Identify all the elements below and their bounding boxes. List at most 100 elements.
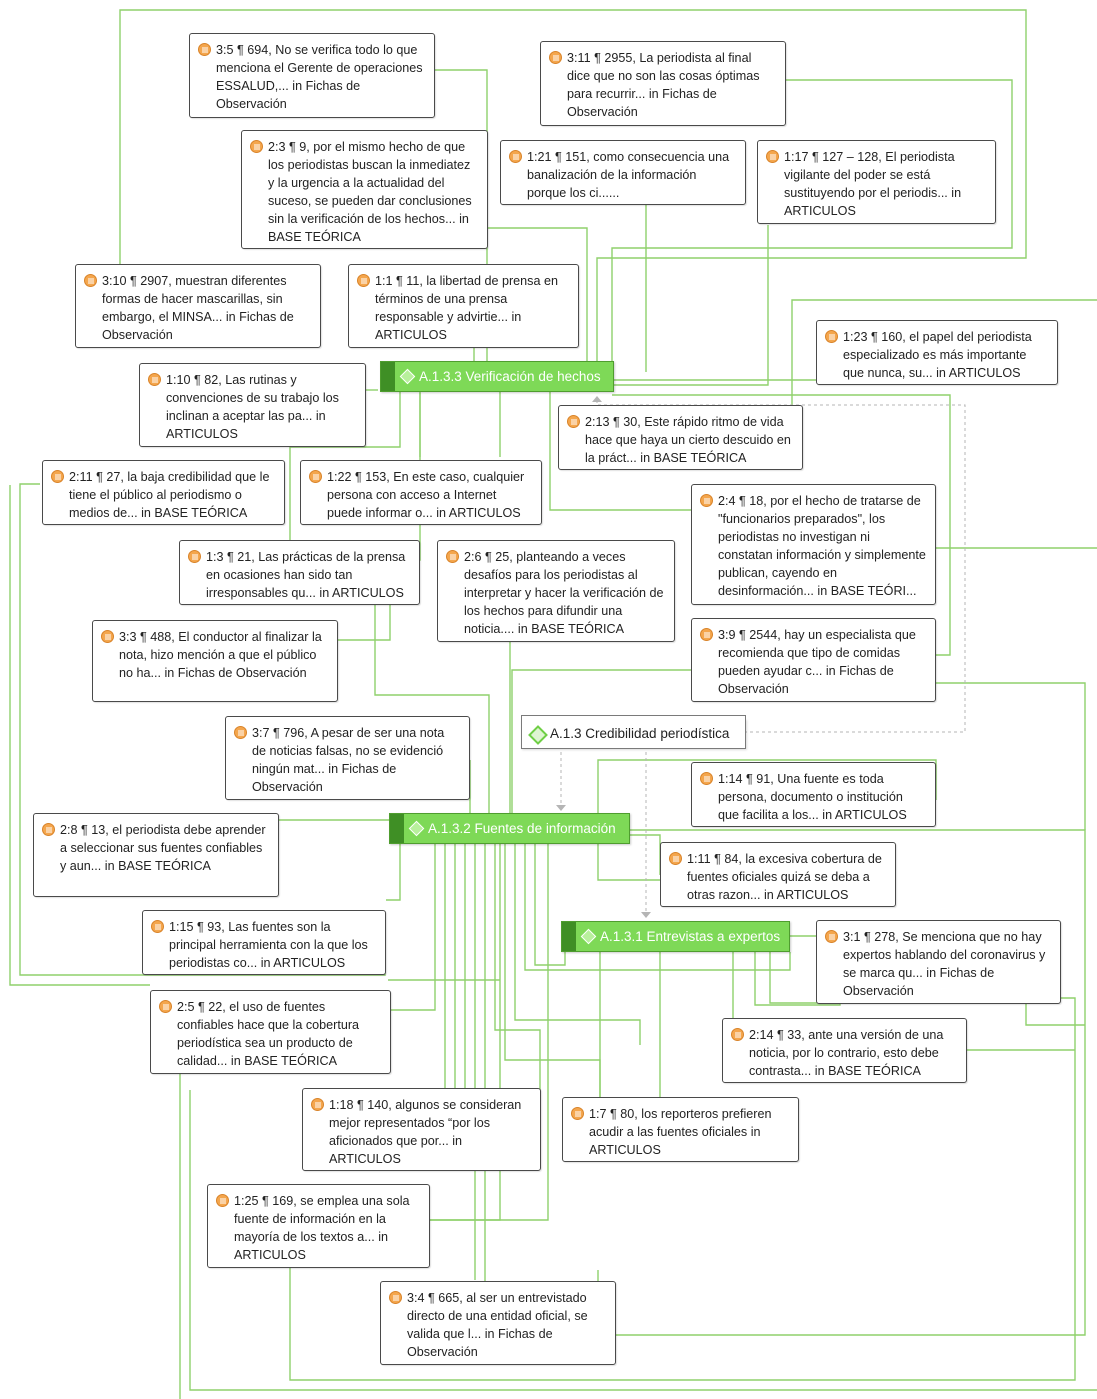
quotation-document-icon [198, 43, 211, 56]
quotation-document-icon [148, 373, 161, 386]
code-group-diamond-icon [528, 725, 548, 745]
quotation-text: 3:11 ¶ 2955, La periodista al final dice… [567, 51, 760, 119]
quotation-text: 1:18 ¶ 140, algunos se consideran mejor … [329, 1098, 522, 1166]
quotation-document-icon [389, 1291, 402, 1304]
category-label: A.1.3 Credibilidad periodística [550, 726, 730, 741]
quotation-text: 1:3 ¶ 21, Las prácticas de la prensa en … [206, 550, 406, 600]
quotation-text: 3:1 ¶ 278, Se menciona que no hay expert… [843, 930, 1046, 998]
quotation-document-icon [309, 470, 322, 483]
quotation-3-11[interactable]: 3:11 ¶ 2955, La periodista al final dice… [540, 41, 786, 126]
quotation-1-15[interactable]: 1:15 ¶ 93, Las fuentes son la principal … [142, 910, 386, 975]
quotation-document-icon [357, 274, 370, 287]
quotation-2-3[interactable]: 2:3 ¶ 9, por el mismo hecho de que los p… [241, 130, 488, 249]
quotation-document-icon [549, 51, 562, 64]
quotation-1-17[interactable]: 1:17 ¶ 127 – 128, El periodista vigilant… [757, 140, 996, 224]
code-fuentes-de-informacion[interactable]: A.1.3.2 Fuentes de información [389, 813, 630, 844]
code-label: A.1.3.1 Entrevistas a expertos [600, 929, 781, 944]
quotation-document-icon [669, 852, 682, 865]
quotation-text: 1:10 ¶ 82, Las rutinas y convenciones de… [166, 373, 339, 441]
quotation-document-icon [151, 920, 164, 933]
quotation-2-14[interactable]: 2:14 ¶ 33, ante una versión de una notic… [722, 1018, 967, 1083]
quotation-3-9[interactable]: 3:9 ¶ 2544, hay un especialista que reco… [691, 618, 936, 702]
quotation-1-3[interactable]: 1:3 ¶ 21, Las prácticas de la prensa en … [179, 540, 420, 605]
code-entrevistas-a-expertos[interactable]: A.1.3.1 Entrevistas a expertos [561, 921, 790, 952]
quotation-document-icon [700, 628, 713, 641]
quotation-document-icon [84, 274, 97, 287]
quotation-1-10[interactable]: 1:10 ¶ 82, Las rutinas y convenciones de… [139, 363, 366, 447]
quotation-document-icon [567, 415, 580, 428]
quotation-1-23[interactable]: 1:23 ¶ 160, el papel del periodista espe… [816, 320, 1058, 385]
category-frame [521, 715, 746, 720]
quotation-3-3[interactable]: 3:3 ¶ 488, El conductor al finalizar la … [92, 620, 338, 702]
code-label: A.1.3.2 Fuentes de información [428, 821, 616, 836]
quotation-document-icon [571, 1107, 584, 1120]
quotation-document-icon [766, 150, 779, 163]
code-diamond-icon [408, 820, 425, 837]
code-color-bar [562, 922, 576, 951]
quotation-document-icon [234, 726, 247, 739]
quotation-document-icon [446, 550, 459, 563]
quotation-text: 2:5 ¶ 22, el uso de fuentes confiables h… [177, 1000, 360, 1068]
quotation-2-6[interactable]: 2:6 ¶ 25, planteando a veces desafíos pa… [437, 540, 675, 642]
quotation-text: 1:23 ¶ 160, el papel del periodista espe… [843, 330, 1032, 380]
quotation-text: 1:25 ¶ 169, se emplea una sola fuente de… [234, 1194, 410, 1262]
quotation-document-icon [509, 150, 522, 163]
quotation-document-icon [101, 630, 114, 643]
quotation-text: 2:11 ¶ 27, la baja credibilidad que le t… [69, 470, 270, 520]
quotation-2-11[interactable]: 2:11 ¶ 27, la baja credibilidad que le t… [42, 460, 285, 525]
quotation-document-icon [51, 470, 64, 483]
quotation-1-1[interactable]: 1:1 ¶ 11, la libertad de prensa en térmi… [348, 264, 579, 348]
quotation-1-11[interactable]: 1:11 ¶ 84, la excesiva cobertura de fuen… [660, 842, 896, 907]
quotation-document-icon [311, 1098, 324, 1111]
quotation-1-22[interactable]: 1:22 ¶ 153, En este caso, cualquier pers… [300, 460, 542, 525]
code-color-bar [381, 362, 395, 391]
quotation-document-icon [250, 140, 263, 153]
quotation-text: 1:11 ¶ 84, la excesiva cobertura de fuen… [687, 852, 882, 902]
quotation-document-icon [700, 494, 713, 507]
quotation-text: 1:17 ¶ 127 – 128, El periodista vigilant… [784, 150, 962, 218]
quotation-text: 3:5 ¶ 694, No se verifica todo lo que me… [216, 43, 423, 111]
quotation-document-icon [731, 1028, 744, 1041]
code-diamond-icon [399, 368, 416, 385]
quotation-document-icon [825, 930, 838, 943]
quotation-text: 2:4 ¶ 18, por el hecho de tratarse de "f… [718, 494, 926, 598]
quotation-document-icon [216, 1194, 229, 1207]
code-label: A.1.3.3 Verificación de hechos [419, 369, 601, 384]
quotation-1-18[interactable]: 1:18 ¶ 140, algunos se consideran mejor … [302, 1088, 541, 1171]
quotation-text: 3:9 ¶ 2544, hay un especialista que reco… [718, 628, 916, 696]
quotation-text: 3:3 ¶ 488, El conductor al finalizar la … [119, 630, 322, 680]
quotation-text: 2:8 ¶ 13, el periodista debe aprender a … [60, 823, 266, 873]
quotation-1-21[interactable]: 1:21 ¶ 151, como consecuencia una banali… [500, 140, 746, 205]
quotation-1-7[interactable]: 1:7 ¶ 80, los reporteros prefieren acudi… [562, 1097, 799, 1162]
quotation-2-4[interactable]: 2:4 ¶ 18, por el hecho de tratarse de "f… [691, 484, 936, 605]
code-diamond-icon [580, 928, 597, 945]
quotation-text: 1:21 ¶ 151, como consecuencia una banali… [527, 150, 730, 200]
quotation-text: 2:3 ¶ 9, por el mismo hecho de que los p… [268, 140, 472, 244]
quotation-text: 1:7 ¶ 80, los reporteros prefieren acudi… [589, 1107, 772, 1157]
quotation-3-1[interactable]: 3:1 ¶ 278, Se menciona que no hay expert… [816, 920, 1061, 1004]
quotation-document-icon [188, 550, 201, 563]
quotation-2-13[interactable]: 2:13 ¶ 30, Este rápido ritmo de vida hac… [558, 405, 803, 470]
category-credibilidad-periodistica[interactable]: A.1.3 Credibilidad periodística [521, 715, 746, 749]
quotation-text: 2:13 ¶ 30, Este rápido ritmo de vida hac… [585, 415, 791, 465]
quotation-text: 3:7 ¶ 796, A pesar de ser una nota de no… [252, 726, 445, 794]
quotation-document-icon [159, 1000, 172, 1013]
code-verificacion-de-hechos[interactable]: A.1.3.3 Verificación de hechos [380, 361, 614, 392]
quotation-document-icon [42, 823, 55, 836]
quotation-text: 1:1 ¶ 11, la libertad de prensa en térmi… [375, 274, 558, 342]
quotation-3-7[interactable]: 3:7 ¶ 796, A pesar de ser una nota de no… [225, 716, 470, 800]
quotation-text: 1:22 ¶ 153, En este caso, cualquier pers… [327, 470, 525, 520]
quotation-3-10[interactable]: 3:10 ¶ 2907, muestran diferentes formas … [75, 264, 321, 348]
quotation-2-5[interactable]: 2:5 ¶ 22, el uso de fuentes confiables h… [150, 990, 391, 1074]
quotation-document-icon [700, 772, 713, 785]
quotation-text: 3:10 ¶ 2907, muestran diferentes formas … [102, 274, 294, 342]
quotation-2-8[interactable]: 2:8 ¶ 13, el periodista debe aprender a … [33, 813, 279, 897]
quotation-3-4[interactable]: 3:4 ¶ 665, al ser un entrevistado direct… [380, 1281, 616, 1365]
quotation-document-icon [825, 330, 838, 343]
quotation-text: 2:14 ¶ 33, ante una versión de una notic… [749, 1028, 944, 1078]
quotation-1-25[interactable]: 1:25 ¶ 169, se emplea una sola fuente de… [207, 1184, 430, 1268]
quotation-text: 3:4 ¶ 665, al ser un entrevistado direct… [407, 1291, 588, 1359]
quotation-1-14[interactable]: 1:14 ¶ 91, Una fuente es toda persona, d… [691, 762, 936, 827]
quotation-3-5[interactable]: 3:5 ¶ 694, No se verifica todo lo que me… [189, 33, 435, 118]
